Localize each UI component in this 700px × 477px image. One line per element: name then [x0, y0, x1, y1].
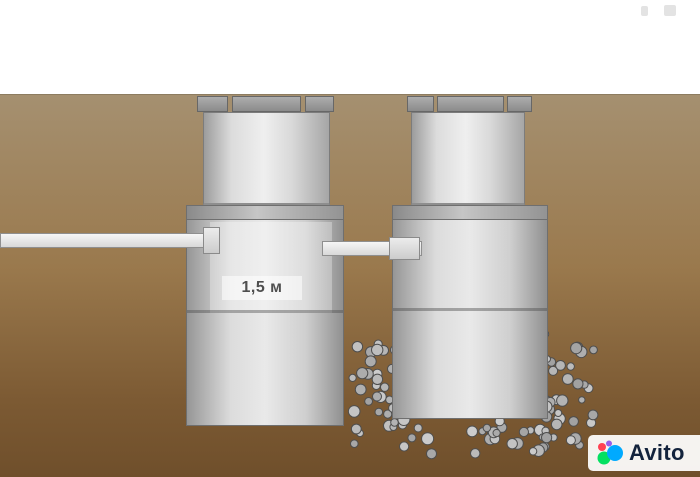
- avito-brand-text: Avito: [629, 440, 685, 465]
- artifact-mark: [641, 6, 648, 16]
- tank-cap-segment: [232, 96, 301, 112]
- tank-collar-ring: [393, 206, 547, 220]
- avito-logo-icon: [597, 440, 623, 465]
- ring-joint-seam: [187, 310, 343, 313]
- avito-watermark: Avito: [588, 435, 700, 471]
- overflow-pipe-sleeve: [389, 237, 420, 260]
- tank-cap-segment: [197, 96, 228, 112]
- tank-neck-ring: [411, 112, 525, 206]
- tank-cap-segment: [507, 96, 532, 112]
- tank-cap-segment: [407, 96, 434, 112]
- depth-label: 1,5 м: [222, 276, 302, 300]
- ring-joint-seam: [393, 308, 547, 311]
- artifact-mark: [664, 5, 676, 16]
- tank-collar-ring: [187, 206, 343, 220]
- septic-tank-primary: [186, 96, 344, 427]
- inlet-pipe: [0, 233, 208, 248]
- tank-neck-ring: [203, 112, 330, 206]
- septic-tank-drainage: [392, 96, 548, 420]
- inlet-pipe-coupling: [203, 227, 220, 254]
- tank-cap-segment: [305, 96, 334, 112]
- tank-cap-segment: [437, 96, 504, 112]
